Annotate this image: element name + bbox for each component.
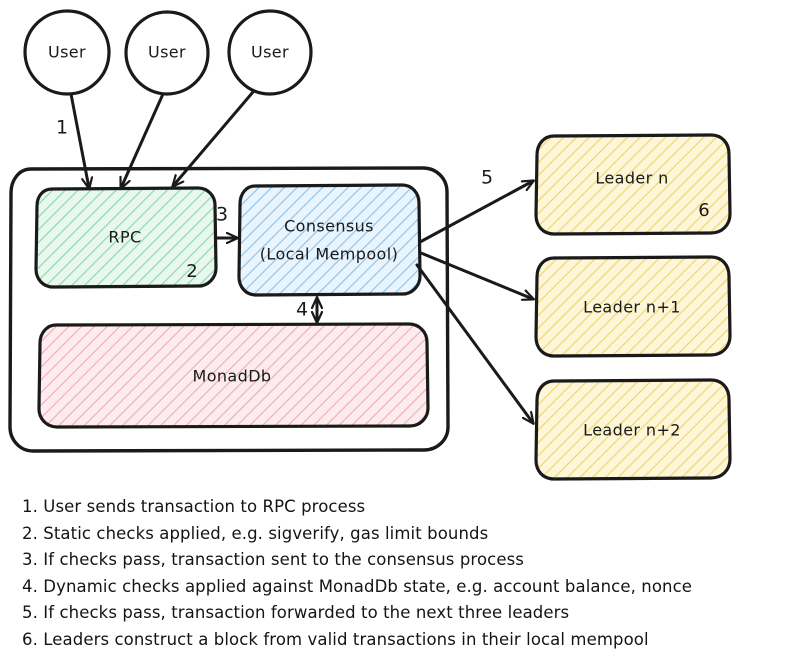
legend-item-6: 6. Leaders construct a block from valid … (22, 629, 649, 649)
consensus-node-label-line1: Consensus (284, 217, 374, 236)
leader-node-1-label: Leader n+1 (583, 298, 681, 317)
user-node-2[interactable]: User (124, 10, 210, 96)
edge-label-consensus-to-monaddb: 4 (296, 299, 308, 321)
rpc-node[interactable]: RPC 2 (34, 186, 218, 289)
edge-consensus-to-leader-2 (415, 263, 533, 423)
user-node-3[interactable]: User (227, 9, 313, 96)
edge-label-rpc-to-consensus: 3 (216, 204, 228, 226)
edge-consensus-to-leader-0 (418, 181, 533, 244)
legend-item-5: 5. If checks pass, transaction forwarded… (22, 603, 570, 623)
edge-user2-to-rpc (121, 92, 165, 188)
user-node-1[interactable]: User (23, 9, 111, 96)
legend-item-2: 2. Static checks applied, e.g. sigverify… (22, 523, 489, 543)
monaddb-node[interactable]: MonadDb (37, 322, 430, 429)
monaddb-node-label: MonadDb (193, 367, 272, 386)
edge-user3-to-rpc (173, 90, 255, 186)
edge-user1-to-rpc (69, 92, 89, 188)
edge-label-user-to-rpc: 1 (56, 117, 68, 139)
rpc-node-label: RPC (108, 228, 141, 247)
architecture-diagram: User User User MonadDb RPC 2 (8, 9, 732, 481)
legend-item-1: 1. User sends transaction to RPC process (22, 497, 366, 516)
legend-item-3: 3. If checks pass, transaction sent to t… (22, 550, 524, 570)
consensus-node-label-line2: (Local Mempool) (260, 245, 398, 264)
leader-node-0-step-number: 6 (698, 200, 709, 221)
leader-node-2-label: Leader n+2 (583, 421, 681, 440)
leader-node-2[interactable]: Leader n+2 (534, 378, 732, 481)
consensus-node[interactable]: Consensus (Local Mempool) (237, 183, 422, 297)
leader-node-0[interactable]: Leader n 6 (534, 133, 732, 236)
user-node-2-label: User (148, 43, 186, 62)
user-node-3-label: User (251, 43, 289, 62)
edge-label-consensus-to-leaders: 5 (481, 167, 493, 189)
edge-consensus-to-leader-1 (419, 251, 533, 299)
leader-node-1[interactable]: Leader n+1 (534, 255, 732, 358)
legend-list: 1. User sends transaction to RPC process… (22, 494, 792, 654)
user-node-1-label: User (48, 43, 86, 62)
leader-node-0-label: Leader n (595, 169, 668, 188)
legend-item-4: 4. Dynamic checks applied against MonadD… (22, 576, 693, 596)
rpc-node-step-number: 2 (186, 261, 197, 282)
